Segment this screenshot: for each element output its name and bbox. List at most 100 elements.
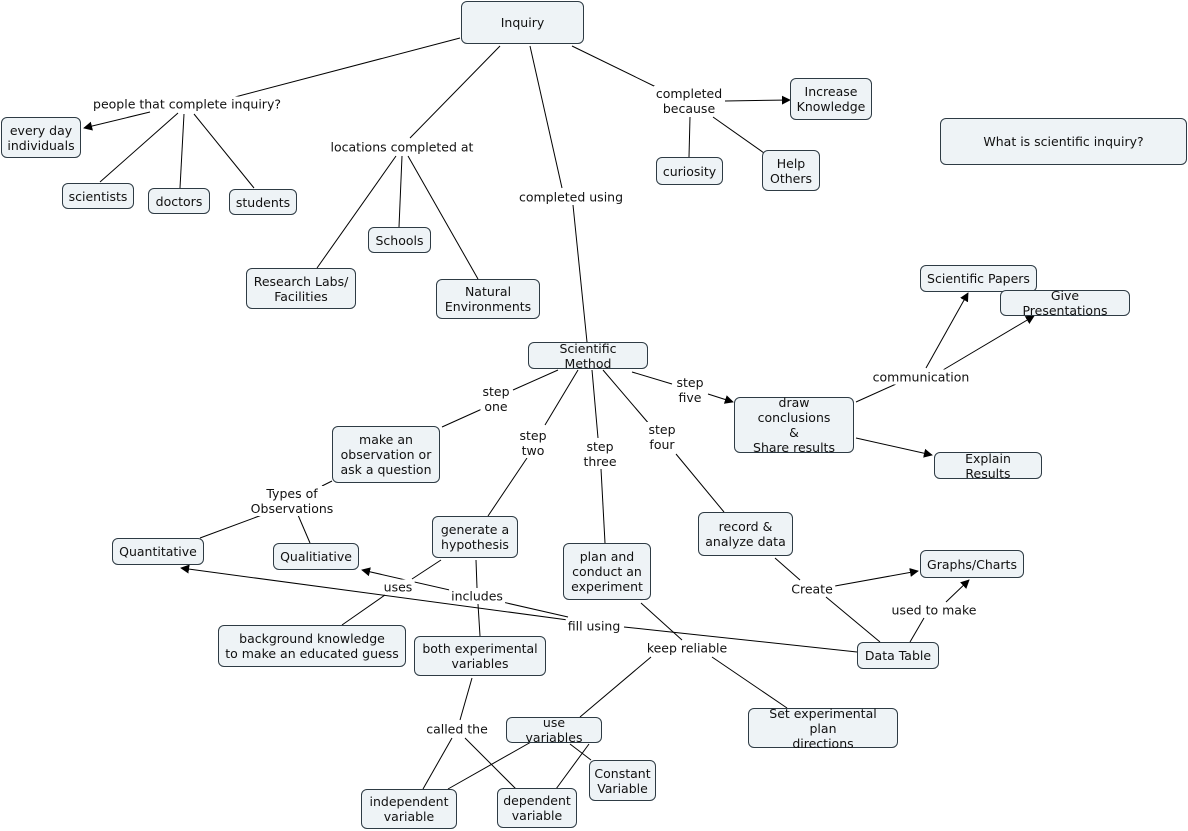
link-label-step-one: step one [480, 384, 512, 414]
link-label-locations: locations completed at [328, 139, 476, 155]
line-create-graphs [834, 568, 919, 587]
line-method-step-one [512, 369, 559, 391]
line-step-four-record [675, 453, 725, 513]
link-label-step-two: step two [517, 428, 549, 458]
node-scientific-method[interactable]: Scientific Method [528, 341, 648, 371]
node-research-labs[interactable]: Research Labs/ Facilities [246, 268, 356, 309]
line-locations-schools [398, 155, 403, 228]
line-table-used [909, 617, 925, 643]
node-plan-experiment[interactable]: plan and conduct an experiment [563, 543, 651, 600]
node-constant-variable[interactable]: Constant Variable [589, 760, 656, 801]
line-reliable-set [711, 656, 788, 709]
node-dependent-variable[interactable]: dependent variable [497, 788, 577, 828]
line-people-doctors [179, 113, 185, 189]
link-label-used-to-make: used to make [889, 602, 979, 618]
line-inquiry-completed-using [529, 45, 563, 189]
node-independent-variable[interactable]: independent variable [361, 789, 457, 829]
node-focus-question[interactable]: What is scientific inquiry? [940, 118, 1187, 165]
link-label-completed-using: completed using [516, 189, 626, 205]
node-record-analyze[interactable]: record & analyze data [698, 512, 793, 556]
line-method-step-two [544, 369, 579, 426]
link-label-create: Create [789, 581, 835, 597]
node-background-knowledge[interactable]: background knowledge to make an educated… [218, 625, 406, 667]
line-hypothesis-includes [475, 559, 478, 589]
line-method-step-five [631, 371, 673, 385]
line-inquiry-people [234, 37, 461, 98]
node-qualitative[interactable]: Qualitiative [273, 543, 359, 570]
line-inquiry-locations [409, 45, 501, 139]
node-doctors[interactable]: doctors [148, 188, 210, 214]
line-method-step-four [602, 369, 651, 426]
line-step-one-observation [441, 408, 483, 428]
line-table-fill [623, 626, 858, 653]
line-people-students [193, 113, 255, 189]
link-label-completed-because: completed because [653, 86, 725, 116]
line-includes-both [477, 603, 481, 637]
node-scientific-papers[interactable]: Scientific Papers [920, 265, 1037, 292]
line-step-two-hypothesis [487, 457, 528, 517]
line-observation-types [321, 480, 333, 487]
link-label-step-five: step five [674, 375, 706, 405]
line-inquiry-because [571, 45, 657, 88]
line-use-constant [569, 743, 592, 761]
line-called-dependent [464, 737, 517, 790]
link-label-fill-using: fill using [565, 618, 623, 634]
node-curiosity[interactable]: curiosity [656, 157, 723, 185]
node-increase-knowledge[interactable]: Increase Knowledge [790, 78, 872, 120]
node-data-table[interactable]: Data Table [857, 642, 939, 669]
link-label-called-the: called the [424, 721, 490, 737]
line-because-curiosity [688, 116, 691, 158]
node-set-directions[interactable]: Set experimental plan directions [748, 706, 898, 751]
link-label-step-three: step three [581, 439, 619, 469]
node-generate-hypothesis[interactable]: generate a hypothesis [432, 516, 518, 558]
line-plan-reliable [640, 602, 683, 641]
link-label-step-four: step four [646, 422, 678, 452]
line-people-everyday [83, 111, 151, 131]
line-uses-background [341, 594, 386, 626]
line-reliable-use [579, 656, 652, 718]
link-label-includes: includes [449, 588, 505, 604]
line-because-increase [724, 95, 791, 105]
line-step-three-plan [600, 468, 606, 544]
line-locations-natural [407, 155, 479, 280]
node-natural-environments[interactable]: Natural Environments [436, 279, 540, 319]
line-communication-presentations [942, 315, 1035, 371]
link-label-communication: communication [870, 369, 972, 385]
line-hypothesis-uses [411, 559, 442, 580]
node-quantitative[interactable]: Quantitative [112, 538, 204, 565]
link-label-people-complete: people that complete inquiry? [91, 96, 283, 112]
node-help-others[interactable]: Help Others [762, 150, 820, 191]
node-draw-conclusions[interactable]: draw conclusions & Share results [734, 395, 854, 455]
node-explain-results[interactable]: Explain Results [934, 451, 1042, 481]
node-inquiry[interactable]: Inquiry [461, 1, 584, 44]
line-completed-using-method [572, 204, 588, 343]
line-method-step-three [591, 369, 599, 439]
node-students[interactable]: students [229, 189, 297, 215]
line-used-graphs [945, 579, 970, 603]
line-step-five-conclusions [707, 393, 734, 404]
node-give-presentations[interactable]: Give Presentations [1000, 288, 1130, 318]
line-because-help [712, 116, 765, 154]
link-label-types-of-observations: Types of Observations [248, 486, 336, 516]
node-both-variables[interactable]: both experimental variables [414, 636, 546, 676]
line-conclusions-explain [855, 437, 933, 458]
link-label-keep-reliable: keep reliable [644, 640, 730, 656]
node-use-variables[interactable]: use variables [506, 715, 602, 745]
line-called-independent [422, 737, 453, 790]
line-both-called [459, 677, 473, 721]
node-schools[interactable]: Schools [368, 227, 431, 253]
line-use-dependent [555, 743, 590, 790]
line-fill-quantitative [180, 564, 569, 621]
node-every-day-individuals[interactable]: every day individuals [1, 117, 81, 158]
node-scientists[interactable]: scientists [62, 183, 134, 209]
node-make-observation[interactable]: make an observation or ask a question [332, 426, 440, 483]
line-types-quantitative [199, 514, 263, 539]
link-label-uses: uses [381, 579, 415, 595]
line-types-qualitative [297, 514, 311, 544]
node-graphs-charts[interactable]: Graphs/Charts [920, 550, 1024, 578]
line-use-independent [447, 741, 532, 790]
line-create-table [825, 596, 881, 643]
line-conclusions-communication [855, 383, 897, 403]
line-record-create [774, 557, 801, 581]
